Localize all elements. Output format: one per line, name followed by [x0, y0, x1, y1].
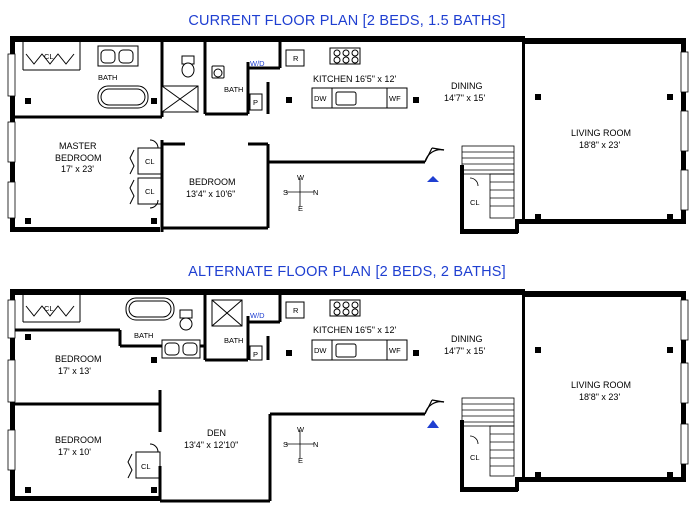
- alternate-kitchen-label: KITCHEN 16'5" x 12': [313, 325, 396, 335]
- current-p-label: P: [253, 98, 258, 107]
- current-compass-n: N: [313, 188, 318, 197]
- current-wf-label: WF: [389, 94, 401, 103]
- alternate-halfbath-label: BATH: [224, 336, 243, 345]
- alternate-compass-icon: [286, 430, 314, 458]
- current-halfbath-label: BATH: [224, 85, 243, 94]
- current-compass-s: S: [283, 188, 288, 197]
- current-stairs: [461, 145, 515, 219]
- current-compass-w: W: [297, 173, 305, 182]
- current-bath-fixtures: [97, 45, 199, 113]
- alternate-refrigerator-label: R: [293, 306, 299, 315]
- alternate-cl-top-label: CL: [44, 304, 54, 313]
- current-master-dim: 17' x 23': [61, 164, 94, 174]
- alternate-bed2-closet: [127, 443, 161, 479]
- alternate-living-name: LIVING ROOM: [571, 380, 631, 390]
- current-windows: [7, 51, 689, 219]
- current-compass-icon: [286, 178, 314, 206]
- current-bedroom-dim: 13'4" x 10'6": [186, 189, 235, 199]
- alternate-living-dim: 18'8" x 23': [579, 392, 620, 402]
- alternate-stairs: [461, 397, 515, 477]
- alternate-wd-label: W/D: [250, 311, 265, 320]
- alternate-den-name: DEN: [207, 428, 226, 438]
- current-floor-plan: CL BATH W/D BATH R P: [7, 36, 689, 234]
- current-living-dim: 18'8" x 23': [579, 140, 620, 150]
- alternate-bedroom1-name: BEDROOM: [55, 354, 102, 364]
- alternate-compass-n: N: [313, 440, 318, 449]
- alternate-compass-e: E: [298, 456, 303, 465]
- current-master-name2: BEDROOM: [55, 153, 102, 163]
- alternate-bedroom2-name: BEDROOM: [55, 435, 102, 445]
- alternate-compass-s: S: [283, 440, 288, 449]
- current-refrigerator-label: R: [293, 54, 299, 63]
- current-wd-label: W/D: [250, 59, 265, 68]
- current-entry-door: [424, 147, 445, 163]
- current-cl-entry-label: CL: [470, 198, 480, 207]
- current-dining-name: DINING: [451, 81, 483, 91]
- alternate-kitchen-fixtures: [311, 299, 408, 361]
- alternate-compass-w: W: [297, 425, 305, 434]
- alternate-bath-label: BATH: [134, 331, 153, 340]
- current-dining-dim: 14'7" x 15': [444, 93, 485, 103]
- current-cl-b-label: CL: [145, 187, 155, 196]
- alternate-wf-label: WF: [389, 346, 401, 355]
- alternate-dw-label: DW: [314, 346, 327, 355]
- alternate-dining-name: DINING: [451, 334, 483, 344]
- alternate-dining-dim: 14'7" x 15': [444, 346, 485, 356]
- current-kitchen-label: KITCHEN 16'5" x 12': [313, 74, 396, 84]
- current-dw-label: DW: [314, 94, 327, 103]
- current-plan-title: CURRENT FLOOR PLAN [2 BEDS, 1.5 BATHS]: [188, 13, 506, 29]
- current-master-closets: [129, 139, 163, 209]
- alternate-bedroom2-dim: 17' x 10': [58, 447, 91, 457]
- current-compass-e: E: [298, 204, 303, 213]
- current-bedroom-name: BEDROOM: [189, 177, 236, 187]
- current-cl-a-label: CL: [145, 157, 155, 166]
- alternate-entry-marker-icon: [427, 420, 439, 428]
- current-wd-halfbath: [211, 49, 305, 111]
- alternate-bath-fixtures: [125, 297, 305, 361]
- alternate-top-closet: [22, 295, 81, 323]
- current-entry-marker-icon: [427, 176, 439, 182]
- current-kitchen-fixtures: [311, 47, 408, 109]
- alternate-bedroom1-dim: 17' x 13': [58, 366, 91, 376]
- alternate-cl-bed2-label: CL: [141, 462, 151, 471]
- current-living-name: LIVING ROOM: [571, 128, 631, 138]
- alternate-cl-entry-label: CL: [470, 453, 480, 462]
- current-master-name1: MASTER: [59, 141, 97, 151]
- alternate-plan-title: ALTERNATE FLOOR PLAN [2 BEDS, 2 BATHS]: [188, 264, 506, 280]
- current-master-closet: [22, 42, 81, 71]
- alternate-den-dim: 13'4" x 12'10": [184, 440, 238, 450]
- alternate-entry-door: [424, 399, 445, 415]
- alternate-windows: [7, 299, 689, 471]
- alternate-p-label: P: [253, 350, 258, 359]
- current-bath-label: BATH: [98, 73, 117, 82]
- alternate-floor-plan: CL BATH W/D BATH R P: [7, 289, 689, 503]
- alternate-columns: [25, 334, 673, 493]
- current-columns: [25, 94, 673, 224]
- current-cl-top-label: CL: [44, 52, 54, 61]
